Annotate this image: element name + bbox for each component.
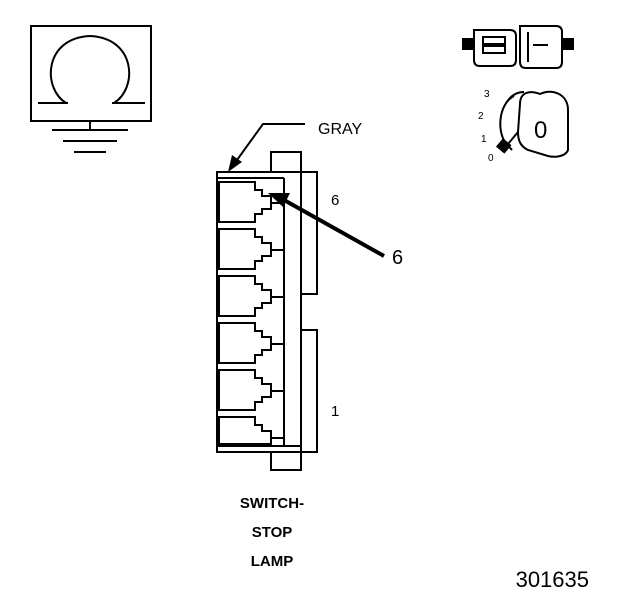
callout-arrowhead bbox=[268, 193, 290, 207]
gray-leader-arrowhead bbox=[228, 155, 242, 172]
key-position-0: 0 bbox=[488, 153, 494, 164]
ignition-key-icon bbox=[495, 90, 569, 158]
pin-6-label: 6 bbox=[331, 192, 339, 209]
connector-name-line-3: LAMP bbox=[251, 553, 294, 570]
wire-color-label: GRAY bbox=[318, 121, 362, 138]
callout-arrow-line bbox=[283, 198, 385, 258]
terminal-cavities bbox=[218, 181, 284, 445]
terminal-cavity-5 bbox=[218, 228, 272, 270]
terminal-cavity-3 bbox=[218, 322, 272, 364]
terminal-cavity-1 bbox=[218, 416, 272, 445]
connector-name-line-2: STOP bbox=[252, 524, 293, 541]
figure-number: 301635 bbox=[516, 567, 589, 592]
key-position-3: 3 bbox=[484, 89, 490, 100]
key-head-label: 0 bbox=[534, 117, 547, 144]
key-position-2: 2 bbox=[478, 111, 484, 122]
connector-name-line-1: SWITCH- bbox=[240, 495, 304, 512]
key-position-1: 1 bbox=[481, 134, 487, 145]
terminal-cavity-6 bbox=[218, 181, 272, 223]
gray-leader-line bbox=[236, 123, 305, 161]
ohm-ground-icon bbox=[30, 25, 152, 153]
terminal-cavity-4 bbox=[218, 275, 272, 317]
pin-1-label: 1 bbox=[331, 403, 339, 420]
terminal-cavity-2 bbox=[218, 369, 272, 411]
callout-label: 6 bbox=[392, 247, 403, 269]
inline-connector-icon bbox=[462, 25, 574, 69]
